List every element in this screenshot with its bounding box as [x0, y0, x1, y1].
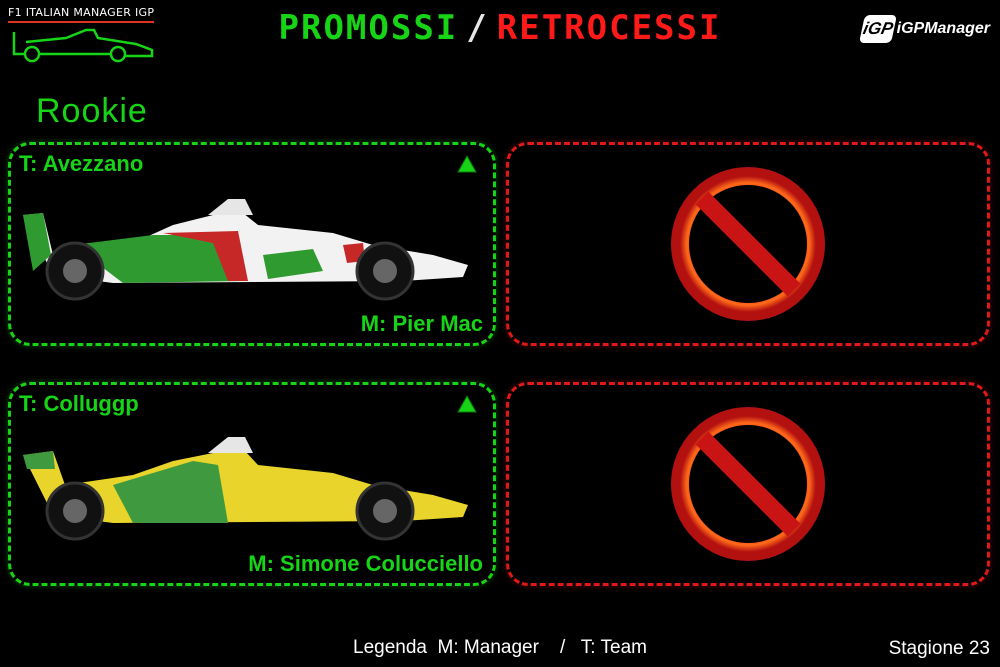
team-name: T: Colluggp	[19, 391, 139, 416]
league-logo-text: F1 ITALIAN MANAGER IGP	[8, 6, 155, 19]
season-label: Stagione 23	[888, 638, 990, 659]
relegated-card	[506, 382, 990, 586]
category-title: Rookie	[36, 92, 148, 130]
title-separator: /	[466, 8, 489, 48]
team-car-icon	[23, 199, 468, 301]
relegated-card	[506, 142, 990, 346]
promoted-card: T: Avezzano M: Pier Mac	[8, 142, 496, 346]
title-relegated: RETROCESSI	[496, 8, 722, 48]
page-title: PROMOSSI/RETROCESSI	[0, 8, 1000, 48]
league-logo: F1 ITALIAN MANAGER IGP	[6, 6, 156, 64]
no-entry-icon	[671, 167, 825, 321]
legend: Legenda M: Manager / T: Team	[353, 637, 647, 658]
title-promoted: PROMOSSI	[278, 8, 459, 48]
igp-brand-name: iGPManager	[896, 20, 990, 37]
promoted-up-arrow-icon	[457, 155, 477, 173]
igp-badge: iGP	[858, 15, 897, 43]
team-car-icon	[23, 437, 468, 541]
igp-manager-logo: iGP iGPManager	[858, 14, 990, 44]
no-entry-icon	[671, 407, 825, 561]
team-name: T: Avezzano	[19, 151, 144, 176]
manager-name: M: Pier Mac	[360, 311, 483, 336]
promoted-card: T: Colluggp M: Simone Colucciello	[8, 382, 496, 586]
promoted-up-arrow-icon	[457, 395, 477, 413]
manager-name: M: Simone Colucciello	[248, 551, 483, 576]
f1-car-outline-icon	[8, 21, 154, 63]
